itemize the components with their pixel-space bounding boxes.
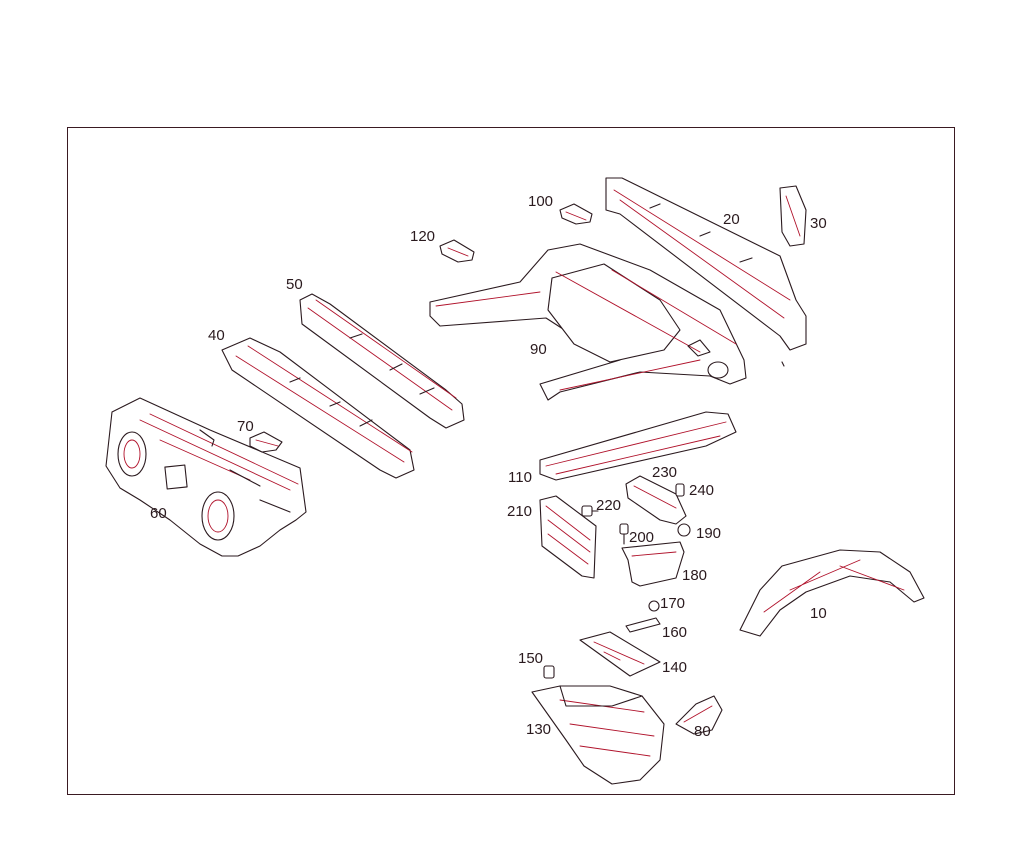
part-140-cover[interactable] bbox=[579, 631, 661, 677]
part-200-screw[interactable] bbox=[619, 523, 629, 545]
part-130-tub[interactable] bbox=[531, 685, 665, 785]
label-160: 160 bbox=[662, 624, 688, 641]
label-100: 100 bbox=[528, 193, 554, 210]
label-190: 190 bbox=[696, 525, 722, 542]
label-120: 120 bbox=[410, 228, 436, 245]
label-130: 130 bbox=[526, 721, 552, 738]
part-170-nut[interactable] bbox=[648, 600, 660, 612]
part-150-bolt[interactable] bbox=[543, 665, 555, 679]
part-220-bolt[interactable] bbox=[581, 505, 599, 517]
part-240-screw[interactable] bbox=[675, 483, 685, 497]
label-60: 60 bbox=[150, 505, 167, 522]
part-20-side-rail[interactable] bbox=[605, 177, 807, 351]
part-230-bracket[interactable] bbox=[625, 475, 687, 525]
label-80: 80 bbox=[694, 723, 711, 740]
label-180: 180 bbox=[682, 567, 708, 584]
label-40: 40 bbox=[208, 327, 225, 344]
label-240: 240 bbox=[689, 482, 715, 499]
label-10: 10 bbox=[810, 605, 827, 622]
label-170: 170 bbox=[660, 595, 686, 612]
label-30: 30 bbox=[810, 215, 827, 232]
part-120-plate[interactable] bbox=[439, 239, 475, 263]
diagram-frame bbox=[67, 127, 955, 795]
part-90-floor-frame[interactable] bbox=[429, 243, 747, 401]
part-70-bracket[interactable] bbox=[249, 431, 283, 453]
part-10-wheel-arch[interactable] bbox=[739, 549, 925, 637]
label-220: 220 bbox=[596, 497, 622, 514]
label-200: 200 bbox=[629, 529, 655, 546]
label-70: 70 bbox=[237, 418, 254, 435]
part-60-rear-floor-pan[interactable] bbox=[105, 397, 307, 557]
part-210-panel[interactable] bbox=[539, 495, 597, 579]
label-20: 20 bbox=[723, 211, 740, 228]
part-80-bracket[interactable] bbox=[675, 695, 723, 735]
part-50-cross-member[interactable] bbox=[299, 293, 465, 429]
label-50: 50 bbox=[286, 276, 303, 293]
label-90: 90 bbox=[530, 341, 547, 358]
label-140: 140 bbox=[662, 659, 688, 676]
part-190-nut[interactable] bbox=[677, 523, 691, 537]
part-40-cross-member[interactable] bbox=[221, 337, 415, 479]
label-110: 110 bbox=[508, 469, 532, 486]
label-150: 150 bbox=[518, 650, 544, 667]
part-180-holder[interactable] bbox=[621, 541, 685, 587]
part-30-bracket[interactable] bbox=[779, 185, 807, 247]
part-110-cross-rail[interactable] bbox=[539, 411, 737, 481]
part-100-plate[interactable] bbox=[559, 203, 593, 225]
label-230: 230 bbox=[652, 464, 678, 481]
label-210: 210 bbox=[507, 503, 533, 520]
part-160-strip[interactable] bbox=[625, 617, 661, 633]
